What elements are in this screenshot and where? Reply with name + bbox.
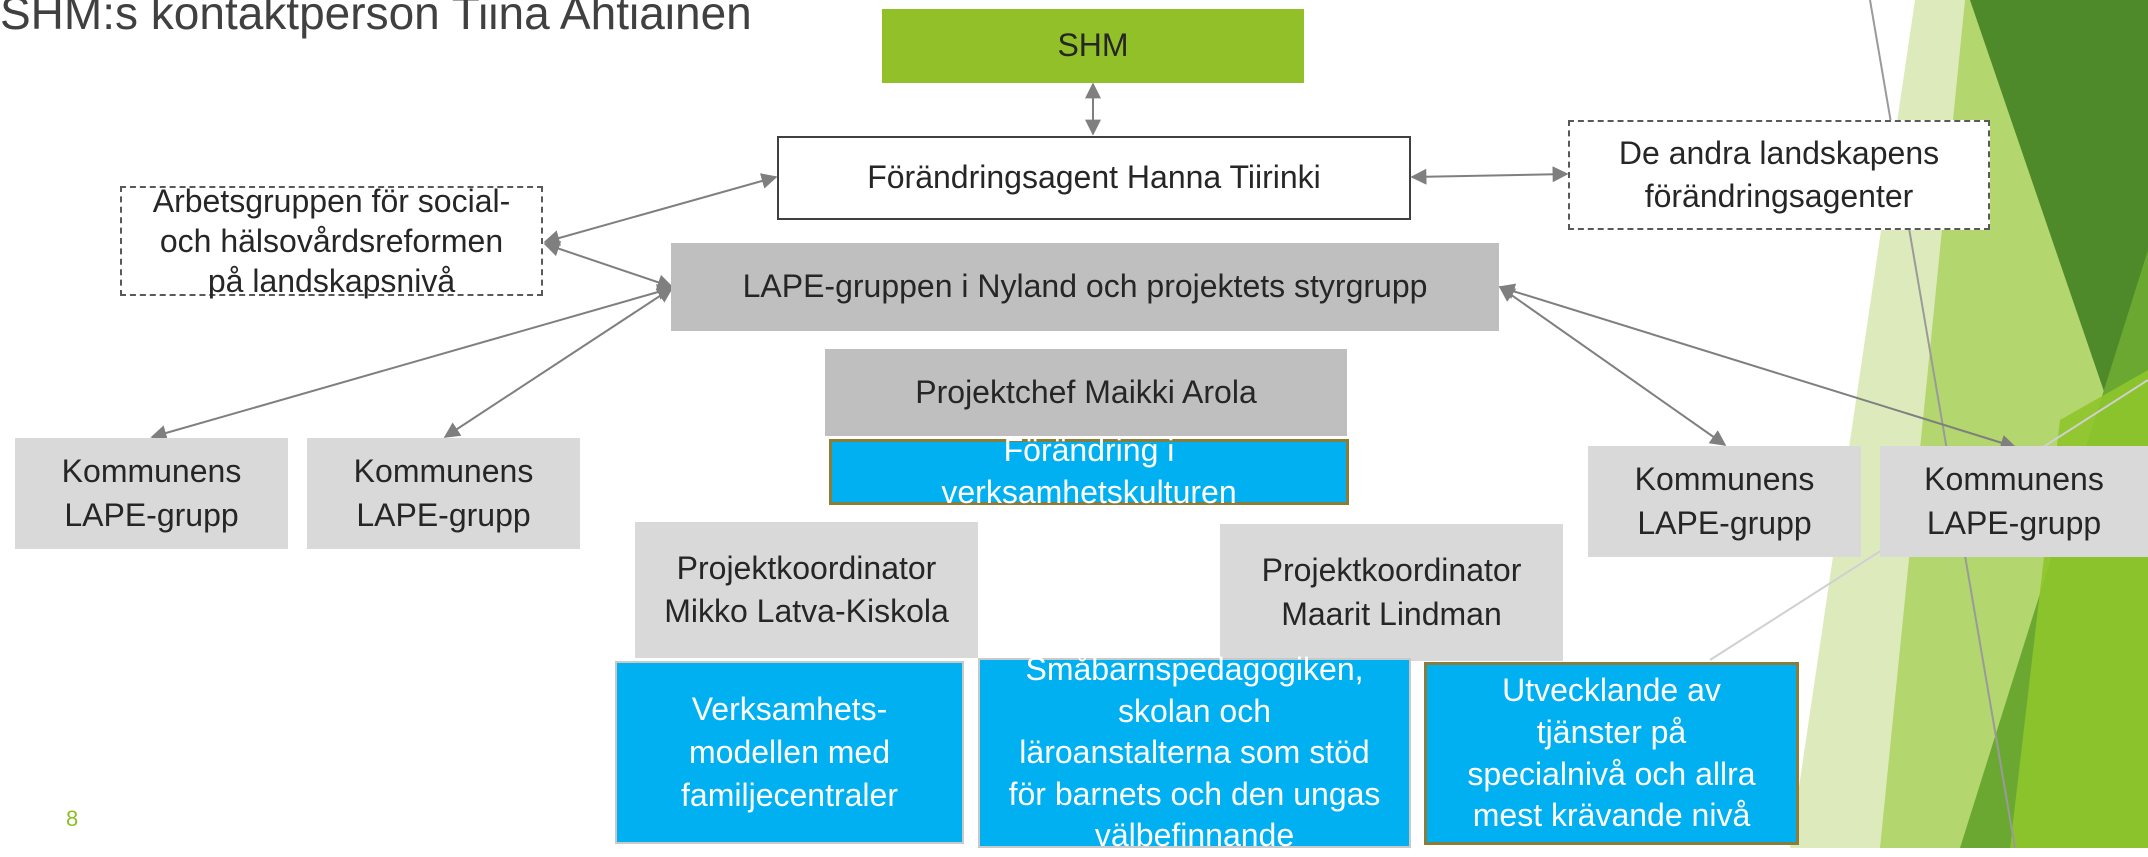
node-shm: SHM (882, 9, 1304, 83)
arrow-lape-municipal-4 (1498, 283, 2017, 451)
node-working-group: Arbetsgruppen för social- och hälsovårds… (120, 183, 543, 299)
node-coordinator-mikko: Projektkoordinator Mikko Latva-Kiskola (635, 522, 978, 658)
arrow-agent-working-group (543, 173, 778, 246)
arrow-lape-municipal-1 (150, 284, 674, 441)
slide-title: SHM:s kontaktperson Tiina Ahtiainen (0, 0, 752, 39)
node-municipal-lape-2: Kommunens LAPE-grupp (307, 438, 580, 549)
node-focus-family-centres: Verksamhets- modellen med familjecentral… (615, 661, 964, 844)
arrow-lape-municipal-3 (1498, 286, 1727, 446)
node-focus-special-level: Utvecklande av tjänster på specialnivå o… (1424, 662, 1799, 845)
node-other-change-agents: De andra landskapens förändringsagenter (1568, 120, 1990, 230)
arrow-agent-other-agents (1410, 166, 1569, 185)
node-municipal-lape-4: Kommunens LAPE-grupp (1880, 446, 2148, 557)
node-focus-education: Småbarnspedagogiken, skolan och läroanst… (978, 651, 1411, 853)
node-lape-group: LAPE-gruppen i Nyland och projektets sty… (671, 243, 1499, 331)
slide-number: 8 (66, 806, 79, 831)
node-change-agent: Förändringsagent Hanna Tiirinki (777, 136, 1411, 220)
arrow-working-group-lape (543, 241, 674, 290)
arrow-lape-municipal-2 (443, 287, 674, 438)
node-municipal-lape-3: Kommunens LAPE-grupp (1588, 446, 1861, 557)
node-culture-change: Förändring i verksamhetskulturen (829, 432, 1349, 510)
node-project-manager: Projektchef Maikki Arola (825, 349, 1347, 436)
node-coordinator-maarit: Projektkoordinator Maarit Lindman (1220, 524, 1563, 661)
node-municipal-lape-1: Kommunens LAPE-grupp (15, 438, 288, 549)
